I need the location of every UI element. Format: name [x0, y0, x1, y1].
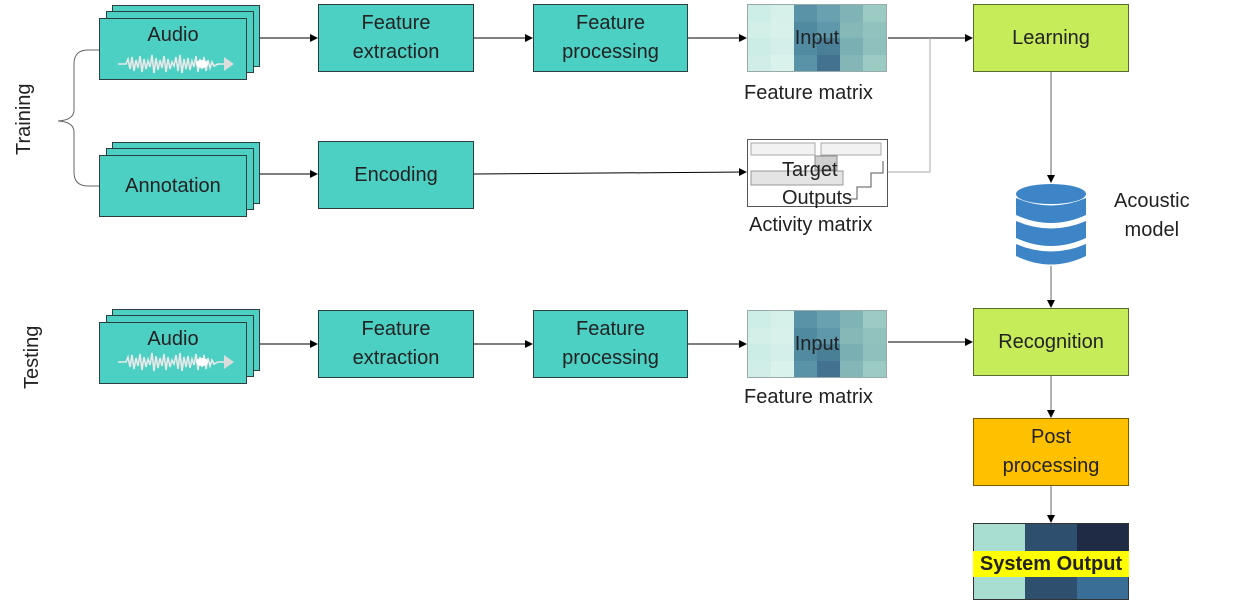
acoustic-model-label: Acoustic model [1114, 190, 1190, 241]
recognition-label: Recognition [998, 330, 1104, 353]
training-feature-processing-box: Feature processing [533, 4, 688, 72]
testing-label: Testing [21, 325, 43, 389]
arrow-encoding-to-target [473, 168, 747, 177]
activity-matrix-label: Activity matrix [749, 214, 873, 236]
training-audio-label: Audio [147, 24, 199, 46]
testing-feature-extraction-label: Feature extraction [352, 318, 440, 369]
testing-audio-label: Audio [147, 328, 199, 350]
test-waveform-icon [118, 352, 234, 372]
target-to-learning-connector [888, 38, 931, 173]
training-feature-extraction-box: Feature extraction [318, 4, 474, 72]
activity-matrix [747, 139, 888, 207]
learning-label: Learning [1012, 26, 1090, 49]
post-processing-label: Post processing [1002, 426, 1100, 477]
testing-audio-box: Audio [99, 322, 247, 384]
training-feature-processing-label: Feature processing [562, 12, 659, 63]
training-brace [57, 49, 100, 187]
training-audio-box: Audio [99, 18, 247, 80]
testing-feature-processing-label: Feature processing [562, 318, 659, 369]
post-processing-box: Post processing [973, 418, 1129, 486]
encoding-label: Encoding [354, 163, 438, 186]
testing-feature-matrix [747, 310, 887, 378]
waveform-icon [118, 54, 234, 74]
encoding-box: Encoding [318, 141, 474, 209]
testing-feature-processing-box: Feature processing [533, 310, 688, 378]
learning-box: Learning [973, 4, 1129, 72]
training-feature-matrix [747, 4, 887, 72]
testing-feature-matrix-label: Feature matrix [744, 386, 873, 408]
training-feature-extraction-label: Feature extraction [352, 12, 440, 63]
testing-feature-extraction-box: Feature extraction [318, 310, 474, 378]
training-label: Training [13, 83, 35, 155]
database-icon [1016, 184, 1086, 265]
annotation-box: Annotation [99, 155, 247, 217]
annotation-label: Annotation [125, 174, 221, 197]
training-feature-matrix-label: Feature matrix [744, 82, 873, 104]
system-output-label: System Output [973, 551, 1129, 577]
recognition-box: Recognition [973, 308, 1129, 376]
